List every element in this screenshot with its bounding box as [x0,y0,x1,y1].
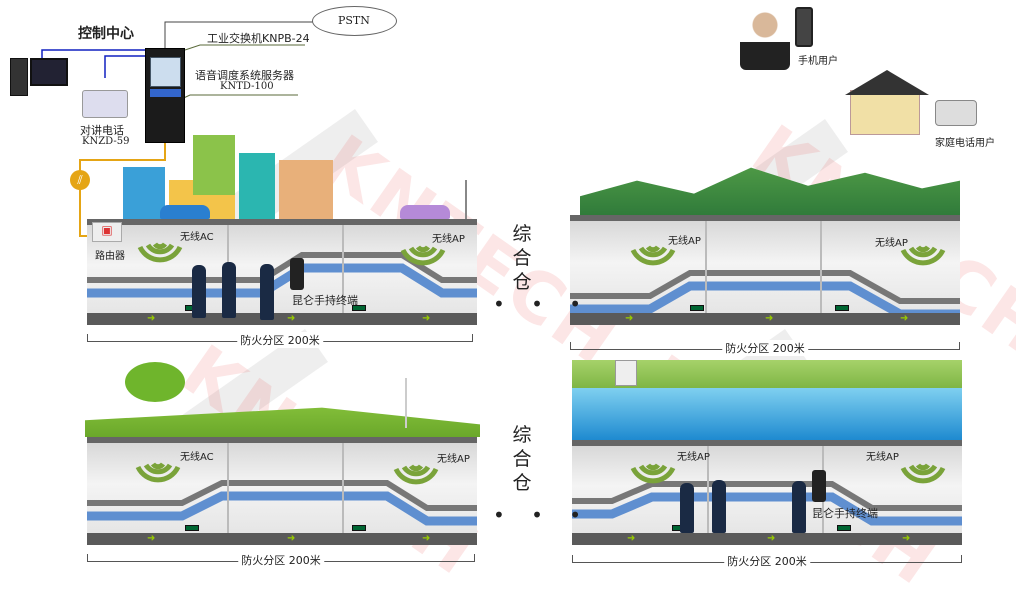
fire-zone-label: 防火分区 200米 [237,332,323,348]
house-roof [845,70,929,95]
wifi-signal-icon [135,462,181,483]
wind-turbine [405,378,407,428]
car-blue [160,205,210,219]
char: 仓 [512,472,532,494]
char: 合 [512,448,532,470]
traffic-light [465,180,467,220]
handheld-terminal-icon [290,258,304,290]
fire-zone-bracket: 防火分区 200米 [87,552,475,568]
ellipsis-top: • • • [493,292,592,316]
car-purple [400,205,450,219]
fire-zone-label: 防火分区 200米 [722,340,808,356]
router-icon: ▣ [92,222,122,242]
terminal-label: 昆仑手持终端 [292,294,358,307]
intercom-label: 对讲电话 [80,124,124,137]
pipes [87,480,477,526]
server-model: KNTD-100 [220,81,274,92]
worker-figure [792,481,806,533]
wifi-signal-icon [900,245,946,266]
tunnel-section-2: ➜➜➜ [570,215,960,325]
wireless-ap-label: 无线AP [668,236,701,247]
intercom-model: KNZD-59 [82,136,130,147]
terminal-label: 昆仑手持终端 [812,507,878,520]
pstn-cloud [312,6,397,36]
fire-zone-label: 防火分区 200米 [724,553,810,569]
compartment-label-top: 综 合 仓 [511,222,533,294]
pstn-label: PSTN [338,14,370,27]
char: 合 [512,247,532,269]
worker-figure [260,264,274,320]
fire-zone-bracket: 防火分区 200米 [87,332,473,348]
wireless-ap-label: 无线AP [437,454,470,465]
switch-label: 工业交换机KNPB-24 [207,32,310,45]
wireless-ap-label: 无线AP [866,452,899,463]
worker-figure [192,265,206,318]
intercom-phone-device [82,90,128,118]
tunnel-section-4: ➜➜➜ [572,440,962,545]
wifi-signal-icon [137,242,183,263]
workstation-monitor [30,58,68,86]
char: 综 [512,223,532,245]
house-icon [850,90,920,135]
worker-figure [680,483,694,533]
wifi-signal-icon [393,464,439,485]
ellipsis-bottom: • • • [493,503,592,527]
workstation-computer [10,58,28,96]
router-label: 路由器 [95,251,125,262]
pipes [572,481,962,526]
wireless-ac-label: 无线AC [180,232,214,243]
char: 仓 [512,271,532,293]
wifi-signal-icon [630,463,676,484]
fire-zone-label: 防火分区 200米 [238,552,324,568]
wireless-ap-label: 无线AP [677,452,710,463]
hillside [572,360,962,390]
mobile-phone-icon [795,7,813,47]
fire-zone-bracket: 防火分区 200米 [570,340,960,356]
worker-figure [712,480,726,533]
control-center-title: 控制中心 [78,26,134,42]
windmill-house [615,360,637,386]
wifi-signal-icon [900,463,946,484]
wireless-ap-label: 无线AP [875,238,908,249]
worker-figure [222,262,236,318]
server-rack [145,48,185,143]
tree [125,362,185,402]
wifi-signal-icon [400,245,446,266]
cable-filter-icon: ⫽ [70,170,90,190]
lake [572,388,962,440]
char: 综 [512,424,532,446]
mobile-user-avatar [740,10,790,70]
server-label: 语音调度系统服务器 [195,69,294,82]
city-buildings [123,135,333,220]
wireless-ap-label: 无线AP [432,234,465,245]
home-user-label: 家庭电话用户 [935,138,995,149]
compartment-label-bottom: 综 合 仓 [511,423,533,495]
wifi-signal-icon [630,245,676,266]
mobile-user-label: 手机用户 [798,56,838,67]
tunnel-section-3: ➜➜➜ [87,437,477,545]
network-cables [41,21,315,237]
handheld-terminal-icon [812,470,826,502]
fire-zone-bracket: 防火分区 200米 [572,553,962,569]
wireless-ac-label: 无线AC [180,452,214,463]
desk-phone-icon [935,100,977,126]
